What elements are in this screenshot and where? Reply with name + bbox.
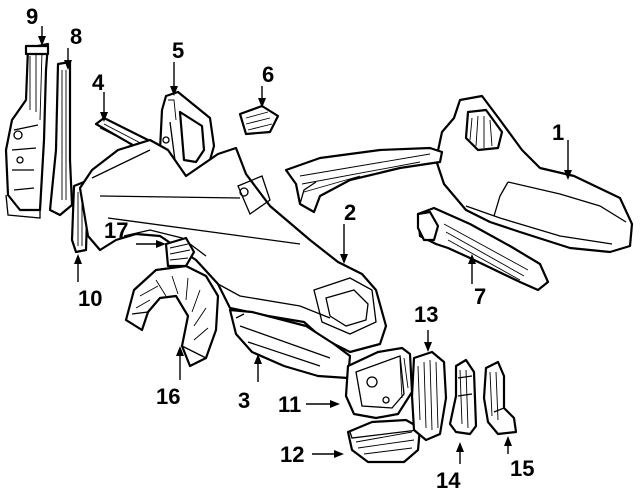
taillamp-pocket bbox=[344, 346, 414, 420]
callout-15: 15 bbox=[510, 456, 534, 481]
callout-1: 1 bbox=[552, 120, 564, 145]
callout-4: 4 bbox=[92, 70, 105, 95]
callout-11: 11 bbox=[278, 392, 301, 417]
callout-14: 14 bbox=[436, 468, 461, 493]
lower-rail bbox=[416, 206, 550, 292]
inner-extension-bracket bbox=[448, 358, 478, 436]
callout-13: 13 bbox=[414, 302, 438, 327]
quarter-panel-outer bbox=[78, 138, 388, 354]
closure-plate bbox=[346, 418, 422, 464]
callout-16: 16 bbox=[156, 384, 180, 409]
wheelhouse-liner bbox=[124, 264, 220, 368]
callout-12: 12 bbox=[280, 442, 304, 467]
callout-3: 3 bbox=[238, 388, 250, 413]
inner-pillar-assembly bbox=[4, 42, 74, 219]
wheelhouse-bracket bbox=[164, 236, 196, 268]
callout-2: 2 bbox=[344, 200, 356, 225]
outer-extension-bracket bbox=[482, 360, 518, 436]
patch-panel bbox=[238, 104, 280, 136]
callout-17: 17 bbox=[104, 218, 128, 243]
quarter-rail-long bbox=[284, 146, 444, 214]
leader-lines bbox=[38, 26, 572, 464]
callout-7: 7 bbox=[474, 284, 486, 309]
callout-6: 6 bbox=[262, 62, 274, 87]
callout-8: 8 bbox=[70, 24, 82, 49]
callout-10: 10 bbox=[78, 286, 102, 311]
callout-9: 9 bbox=[26, 4, 38, 29]
callout-5: 5 bbox=[172, 38, 184, 63]
quarter-panel-right bbox=[434, 94, 634, 254]
tail-panel-bracket bbox=[410, 350, 448, 442]
